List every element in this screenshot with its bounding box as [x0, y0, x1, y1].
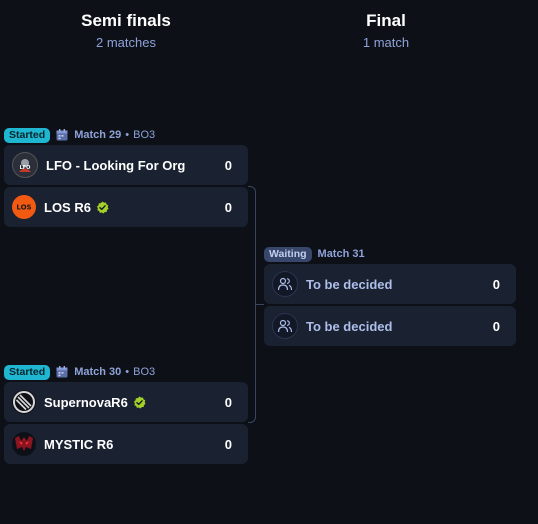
round-title: Final: [366, 11, 406, 30]
verified-icon: [133, 395, 146, 409]
status-badge: Started: [4, 127, 51, 143]
users-icon: [272, 271, 298, 297]
match-30-meta: Started Match 30 • BO3: [4, 364, 155, 380]
team-score: 0: [492, 276, 500, 292]
team-name: To be decided: [306, 276, 393, 292]
team-score: 0: [492, 318, 500, 334]
match-format: BO3: [133, 366, 156, 378]
match-31-meta: Waiting Match 31: [264, 246, 365, 262]
verified-icon: [96, 200, 109, 214]
match-format: BO3: [133, 129, 156, 141]
lfo-logo: LFO: [12, 152, 38, 178]
users-icon: [272, 313, 298, 339]
team-row-supernova[interactable]: SupernovaR6 0: [4, 382, 248, 422]
status-badge: Waiting: [264, 246, 312, 262]
mystic-logo: [12, 432, 36, 456]
team-name: LFO - Looking For Org: [46, 157, 186, 173]
match-label[interactable]: Match 29: [74, 129, 122, 141]
round-subtitle: 2 matches: [96, 35, 156, 50]
meta-separator: •: [125, 129, 130, 141]
bracket-connector-out: [255, 304, 264, 305]
team-row-tbd-1[interactable]: To be decided 0: [264, 264, 516, 304]
team-name: To be decided: [306, 318, 393, 334]
team-score: 0: [224, 436, 232, 452]
team-score: 0: [224, 199, 232, 215]
team-name: SupernovaR6: [44, 394, 128, 410]
match-label[interactable]: Match 30: [74, 366, 122, 378]
team-row-lfo[interactable]: LFO LFO - Looking For Org 0: [4, 145, 248, 185]
round-subtitle: 1 match: [362, 35, 410, 50]
round-header-final: Final 1 match: [326, 11, 446, 51]
match-label[interactable]: Match 31: [317, 248, 365, 260]
calendar-icon: [56, 129, 68, 141]
supernova-logo: [12, 390, 36, 414]
los-logo: LOS: [12, 195, 36, 219]
svg-text:LFO: LFO: [20, 165, 31, 171]
team-name: MYSTIC R6: [44, 436, 114, 452]
svg-text:LOS: LOS: [16, 204, 31, 212]
round-header-semi-finals: Semi finals 2 matches: [66, 11, 186, 51]
team-score: 0: [224, 157, 232, 173]
status-badge: Started: [4, 364, 51, 380]
meta-separator: •: [125, 366, 130, 378]
team-score: 0: [224, 394, 232, 410]
team-row-los-r6[interactable]: LOS LOS R6 0: [4, 187, 248, 227]
calendar-icon: [56, 366, 68, 378]
round-title: Semi finals: [81, 11, 171, 30]
match-29-meta: Started Match 29 • BO3: [4, 127, 155, 143]
team-name: LOS R6: [44, 199, 91, 215]
team-row-tbd-2[interactable]: To be decided 0: [264, 306, 516, 346]
team-row-mystic[interactable]: MYSTIC R6 0: [4, 424, 248, 464]
